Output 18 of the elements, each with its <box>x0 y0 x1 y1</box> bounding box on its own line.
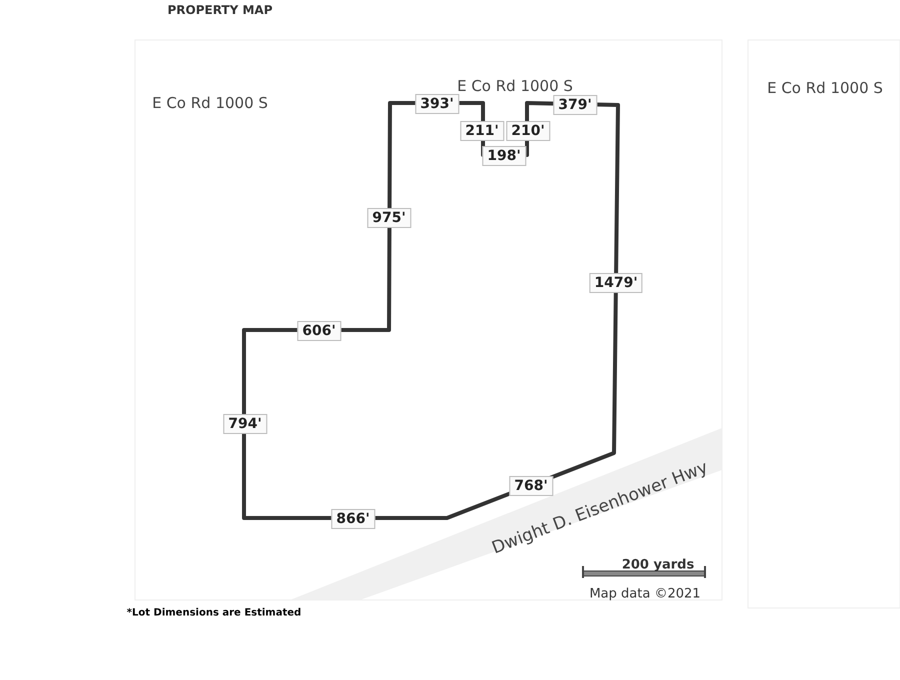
dimension-label: 393' <box>415 94 459 114</box>
dimension-label: 211' <box>460 121 504 141</box>
dimension-label: 1479' <box>589 273 643 293</box>
dimension-label: 606' <box>297 321 341 341</box>
page-title: PROPERTY MAP <box>168 3 272 17</box>
dimension-label: 794' <box>223 414 267 434</box>
road-name: E Co Rd 1000 S <box>767 79 883 97</box>
dimension-label: 768' <box>509 476 553 496</box>
map-attribution: Map data ©2021 <box>589 586 701 602</box>
road-name: E Co Rd 1000 S <box>457 77 573 95</box>
dimension-label: 975' <box>367 208 411 228</box>
dimension-label: 210' <box>506 121 550 141</box>
road-name: E Co Rd 1000 S <box>152 94 268 112</box>
dimension-label: 866' <box>331 509 375 529</box>
dimension-label: 379' <box>553 95 597 115</box>
footnote: *Lot Dimensions are Estimated <box>126 608 302 618</box>
scale-label: 200 yards <box>622 558 694 572</box>
dimension-label: 198' <box>482 146 526 166</box>
